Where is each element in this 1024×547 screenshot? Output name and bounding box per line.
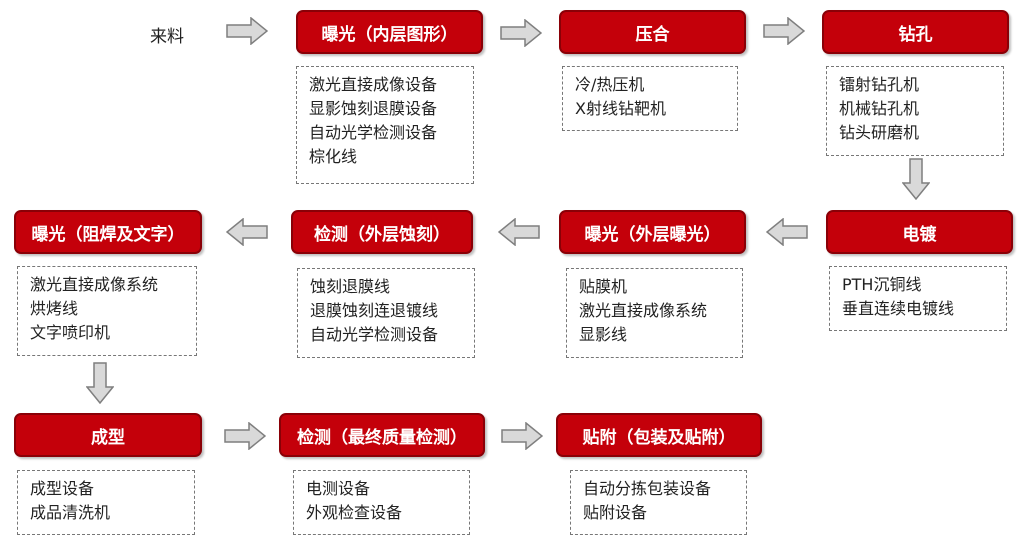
arrow-left-icon — [766, 218, 808, 246]
equipment-box-drilling: 镭射钻孔机 机械钻孔机 钻头研磨机 — [826, 66, 1004, 156]
arrow-down-icon — [902, 158, 930, 200]
start-label-incoming-material: 来料 — [150, 27, 184, 47]
equipment-item: 棕化线 — [309, 147, 358, 166]
step-lamination: 压合 — [559, 10, 746, 54]
arrow-down-icon — [86, 362, 114, 404]
equipment-item: 镭射钻孔机 — [839, 75, 920, 94]
equipment-item: 自动分拣包装设备 — [583, 479, 712, 498]
equipment-item: 自动光学检测设备 — [310, 325, 439, 344]
step-final-inspection: 检测（最终质量检测） — [279, 413, 485, 457]
arrow-right-icon — [501, 422, 543, 450]
equipment-item: 贴附设备 — [583, 503, 648, 522]
step-drilling: 钻孔 — [822, 10, 1009, 54]
equipment-item: PTH沉铜线 — [842, 275, 922, 294]
equipment-item: 自动光学检测设备 — [309, 123, 438, 142]
step-exposure-outer: 曝光（外层曝光） — [559, 210, 746, 254]
arrow-right-icon — [500, 19, 542, 47]
step-exposure-solder-mask: 曝光（阻焊及文字） — [14, 210, 202, 254]
equipment-item: 激光直接成像系统 — [579, 301, 708, 320]
equipment-item: 钻头研磨机 — [839, 123, 920, 142]
equipment-box-inspection-outer-etch: 蚀刻退膜线 退膜蚀刻连退镀线 自动光学检测设备 — [297, 268, 475, 358]
equipment-item: 显影线 — [579, 325, 628, 344]
step-exposure-inner: 曝光（内层图形） — [296, 10, 483, 54]
equipment-item: 成型设备 — [30, 479, 95, 498]
equipment-item: 冷/热压机 — [575, 75, 645, 94]
equipment-box-final-inspection: 电测设备 外观检查设备 — [293, 470, 470, 535]
equipment-item: 贴膜机 — [579, 277, 628, 296]
step-packaging: 贴附（包装及贴附） — [556, 413, 762, 457]
equipment-item: 成品清洗机 — [30, 503, 111, 522]
step-profiling: 成型 — [14, 413, 202, 457]
step-plating: 电镀 — [826, 210, 1013, 254]
equipment-box-packaging: 自动分拣包装设备 贴附设备 — [570, 470, 747, 535]
step-inspection-outer-etch: 检测（外层蚀刻） — [291, 210, 473, 254]
equipment-box-exposure-outer: 贴膜机 激光直接成像系统 显影线 — [566, 268, 743, 358]
equipment-box-plating: PTH沉铜线 垂直连续电镀线 — [829, 266, 1007, 331]
equipment-item: 退膜蚀刻连退镀线 — [310, 301, 439, 320]
arrow-right-icon — [224, 422, 266, 450]
equipment-item: 电测设备 — [306, 479, 371, 498]
equipment-box-exposure-solder-mask: 激光直接成像系统 烘烤线 文字喷印机 — [17, 266, 197, 356]
equipment-item: 机械钻孔机 — [839, 99, 920, 118]
equipment-item: X射线钻靶机 — [575, 99, 666, 118]
arrow-left-icon — [498, 218, 540, 246]
equipment-item: 蚀刻退膜线 — [310, 277, 391, 296]
equipment-item: 烘烤线 — [30, 299, 79, 318]
equipment-item: 显影蚀刻退膜设备 — [309, 99, 438, 118]
equipment-box-exposure-inner: 激光直接成像设备 显影蚀刻退膜设备 自动光学检测设备 棕化线 — [296, 66, 474, 184]
equipment-item: 激光直接成像设备 — [309, 75, 438, 94]
equipment-box-lamination: 冷/热压机 X射线钻靶机 — [562, 66, 738, 131]
equipment-item: 垂直连续电镀线 — [842, 299, 955, 318]
equipment-item: 外观检查设备 — [306, 503, 403, 522]
arrow-right-icon — [763, 17, 805, 45]
arrow-right-icon — [226, 17, 268, 45]
arrow-left-icon — [226, 218, 268, 246]
equipment-box-profiling: 成型设备 成品清洗机 — [17, 470, 195, 535]
equipment-item: 激光直接成像系统 — [30, 275, 159, 294]
equipment-item: 文字喷印机 — [30, 323, 111, 342]
